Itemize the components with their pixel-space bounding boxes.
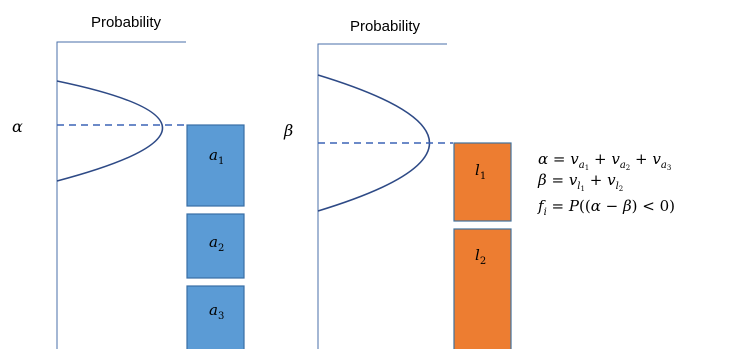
right-axis: [317, 43, 447, 349]
box-l1-label: l1: [475, 161, 486, 182]
left-panel: Probability α a1 a2 a3: [12, 14, 245, 349]
box-l2-label: l2: [475, 246, 486, 267]
left-variable-label: α: [12, 117, 23, 136]
right-panel: Probability β l1 l2: [283, 18, 512, 349]
left-axis: [56, 41, 186, 349]
box-a1: [186, 124, 245, 207]
left-distribution-curve: [56, 80, 164, 182]
box-a2-label: a2: [209, 233, 224, 254]
box-l1: [453, 142, 512, 222]
right-variable-label: β: [283, 121, 293, 140]
box-a2: [186, 213, 245, 279]
left-axis-title: Probability: [91, 14, 162, 31]
box-l2: [453, 228, 512, 349]
equation-beta: β = vl1 + vl2: [537, 171, 623, 195]
equation-alpha: α = va1 + va2 + va3: [538, 150, 671, 174]
box-a3: [186, 285, 245, 349]
box-a1-label: a1: [209, 146, 224, 167]
box-a3-label: a3: [209, 301, 224, 322]
equations: α = va1 + va2 + va3 β = vl1 + vl2 fi = P…: [537, 150, 675, 219]
equation-f: fi = P((α − β) < 0): [537, 197, 675, 219]
right-axis-title: Probability: [350, 18, 421, 35]
